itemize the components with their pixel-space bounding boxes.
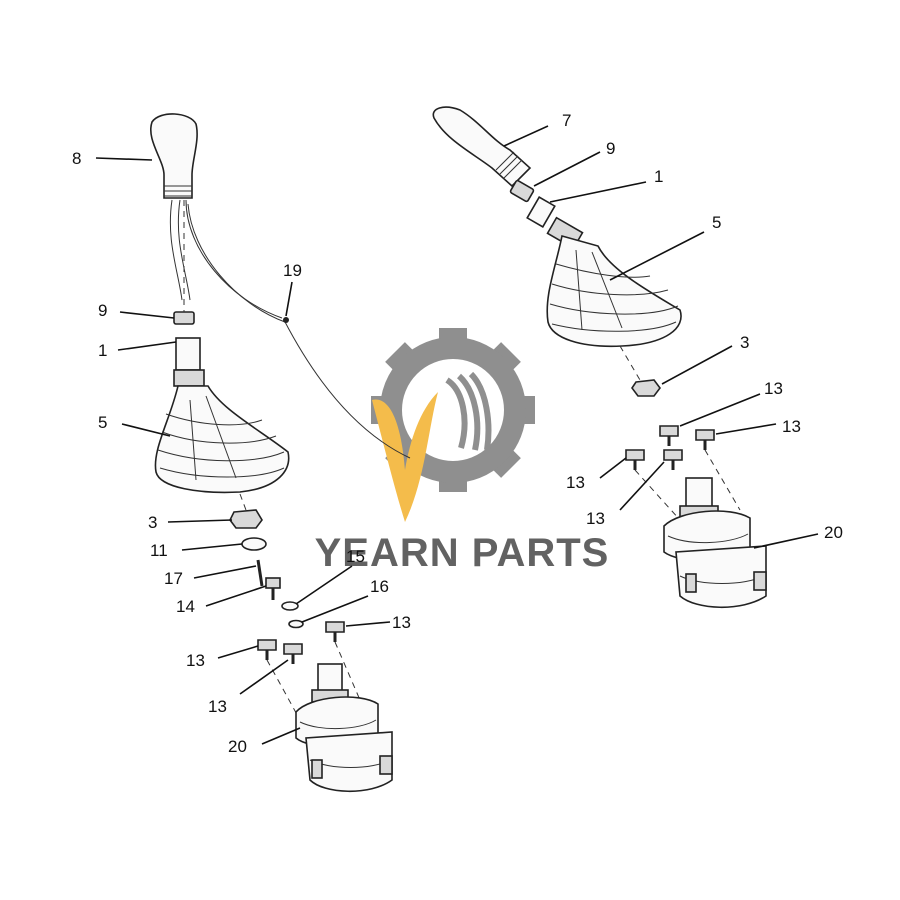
- callout-right-bolt-left: 13: [566, 473, 585, 492]
- left-clip: [281, 601, 299, 611]
- right-bolt-top: [659, 425, 679, 446]
- right-shaft: [526, 196, 556, 228]
- callout-labels: 8 19 9 1 5 3 11 17 14 15 16 13 13 13 20 …: [72, 111, 843, 756]
- right-bolt-right: [695, 429, 715, 450]
- cable-junction: [283, 317, 289, 323]
- callout-right-bolt-lower: 13: [586, 509, 605, 528]
- left-washer: [241, 537, 267, 551]
- callout-right-boot: 5: [712, 213, 721, 232]
- callout-left-harness: 19: [283, 261, 302, 280]
- callout-right-nut-top: 9: [606, 139, 615, 158]
- right-bolt-lower: [663, 449, 683, 470]
- callout-right-nut-bottom: 3: [740, 333, 749, 352]
- left-bolt-lower: [283, 643, 303, 664]
- right-handle: [432, 106, 532, 188]
- callout-left-bolt-left: 13: [186, 651, 205, 670]
- callout-left-screw: 14: [176, 597, 195, 616]
- right-nut-top: [509, 179, 535, 203]
- watermark-logo: YEARN PARTS: [315, 328, 610, 575]
- callout-left-boot: 5: [98, 413, 107, 432]
- left-bolt-left: [257, 639, 277, 660]
- callout-right-handle: 7: [562, 111, 571, 130]
- right-assembly: [432, 106, 767, 609]
- callout-left-nut-top: 9: [98, 301, 107, 320]
- callout-right-bolt-top: 13: [764, 379, 783, 398]
- callout-left-bolt-right: 13: [392, 613, 411, 632]
- callout-right-shaft: 1: [654, 167, 663, 186]
- left-shaft-collar: [173, 369, 205, 387]
- leader-lines: [95, 125, 819, 745]
- right-nut-bottom: [631, 379, 661, 397]
- callout-left-valve: 20: [228, 737, 247, 756]
- callout-right-bolt-right: 13: [782, 417, 801, 436]
- left-shaft: [175, 337, 201, 371]
- callout-left-pin: 17: [164, 569, 183, 588]
- callout-left-bolt-lower: 13: [208, 697, 227, 716]
- callout-left-washer: 11: [150, 541, 168, 560]
- left-nut-bottom: [229, 509, 263, 529]
- watermark-text: YEARN PARTS: [315, 531, 610, 575]
- left-valve: [295, 663, 393, 793]
- left-ring: [288, 619, 304, 629]
- left-nut-top: [173, 311, 195, 325]
- callout-left-nut-bottom: 3: [148, 513, 157, 532]
- flame-accent: [372, 392, 438, 522]
- left-bolt-right: [325, 621, 345, 642]
- left-handle: [149, 113, 198, 199]
- callout-left-handle: 8: [72, 149, 81, 168]
- left-cable: [169, 199, 183, 301]
- callout-left-ring: 16: [370, 577, 389, 596]
- left-screw: [265, 577, 281, 589]
- left-pin: [256, 559, 264, 587]
- right-bolt-left: [625, 449, 645, 470]
- right-boot: [546, 234, 682, 348]
- callout-right-valve: 20: [824, 523, 843, 542]
- callout-left-shaft: 1: [98, 341, 107, 360]
- callout-left-clip: 15: [346, 547, 365, 566]
- right-valve: [663, 477, 767, 609]
- left-assembly: [149, 113, 411, 793]
